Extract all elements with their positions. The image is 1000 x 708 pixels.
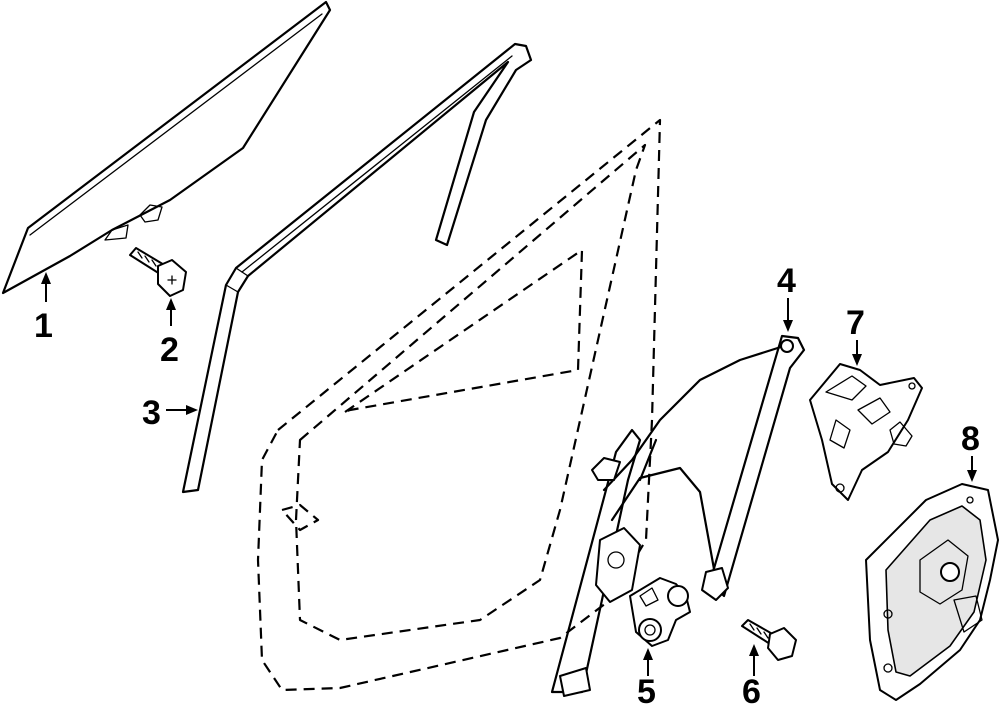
callout-7: 7 — [846, 304, 865, 342]
callout-6: 6 — [742, 673, 761, 708]
callout-5: 5 — [637, 673, 656, 708]
callout-2: 2 — [160, 331, 179, 369]
screw-icon — [741, 619, 797, 661]
door-glass-icon — [1, 0, 332, 295]
callout-4: 4 — [777, 262, 796, 300]
callout-8: 8 — [961, 420, 980, 458]
door-shell-outline — [256, 118, 662, 692]
callout-1: 1 — [34, 307, 53, 345]
window-regulator-icon — [550, 334, 806, 697]
lock-actuator-bracket-icon — [809, 363, 923, 501]
regulator-motor-icon — [629, 577, 691, 647]
callout-arrows — [41, 272, 977, 676]
callout-3: 3 — [142, 394, 161, 432]
door-lock-actuator-icon — [865, 483, 999, 701]
bolt-icon — [129, 247, 187, 297]
glass-run-channel-icon — [181, 42, 533, 494]
